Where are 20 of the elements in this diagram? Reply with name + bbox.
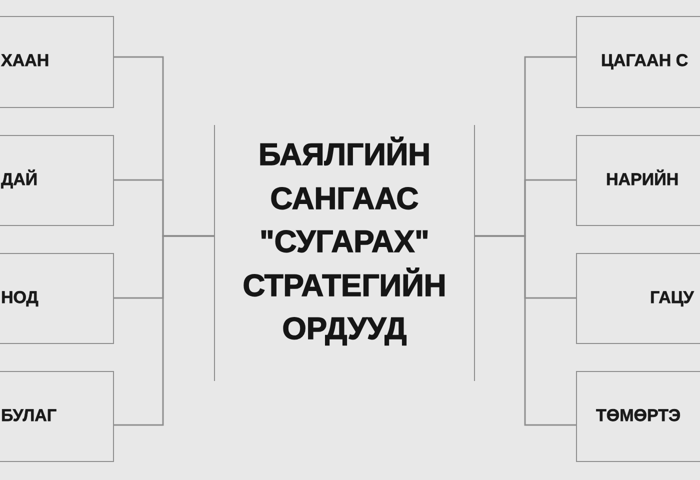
connector-line — [114, 235, 214, 426]
box-label: ТӨМӨРТЭ — [596, 406, 681, 426]
category-box — [0, 16, 114, 108]
box-label: НАРИЙН — [606, 170, 679, 190]
category-box — [576, 371, 700, 462]
category-box — [0, 371, 114, 462]
category-box — [576, 253, 700, 344]
box-label: НОД — [1, 288, 38, 308]
box-label: ХААН — [1, 51, 50, 71]
bracket-panel — [214, 125, 475, 381]
category-box — [576, 16, 700, 108]
center-title: БАЯЛГИЙН САНГААС "СУГАРАХ" СТРАТЕГИЙН ОРДУУД — [242, 136, 446, 348]
connector-line — [475, 235, 576, 426]
box-label: ГАЦУ — [650, 288, 694, 308]
box-label: БУЛАГ — [1, 406, 57, 426]
box-label: ДАЙ — [1, 170, 38, 190]
category-box — [576, 135, 700, 226]
category-box — [0, 253, 114, 344]
box-label: ЦАГААН С — [601, 51, 688, 71]
category-box — [0, 135, 114, 226]
